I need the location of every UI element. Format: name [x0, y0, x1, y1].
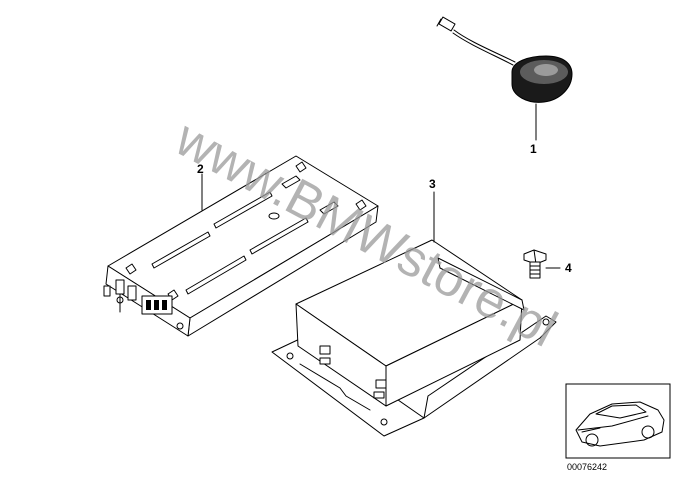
gps-antenna-icon [436, 16, 573, 103]
callout-4: 4 [565, 261, 572, 275]
bolt-icon [523, 249, 547, 279]
control-unit-icon [103, 155, 379, 337]
callout-3: 3 [429, 177, 436, 191]
thumbnail-reference: 00076242 [567, 462, 607, 472]
navigation-computer-icon [271, 239, 557, 437]
callout-2: 2 [197, 162, 204, 176]
car-thumbnail-icon [565, 383, 671, 459]
callout-1: 1 [530, 142, 537, 156]
